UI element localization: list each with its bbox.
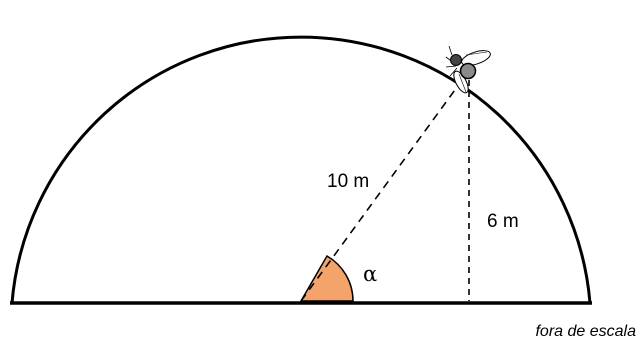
scale-note: fora de escala (535, 323, 636, 340)
angle-sector (299, 254, 354, 302)
semicircle-arc (10, 35, 592, 304)
height-label: 6 m (487, 211, 519, 232)
hypotenuse-label: 10 m (327, 171, 369, 192)
hypotenuse-line (300, 71, 469, 302)
fly-icon (445, 45, 491, 94)
angle-label: α (363, 262, 377, 286)
